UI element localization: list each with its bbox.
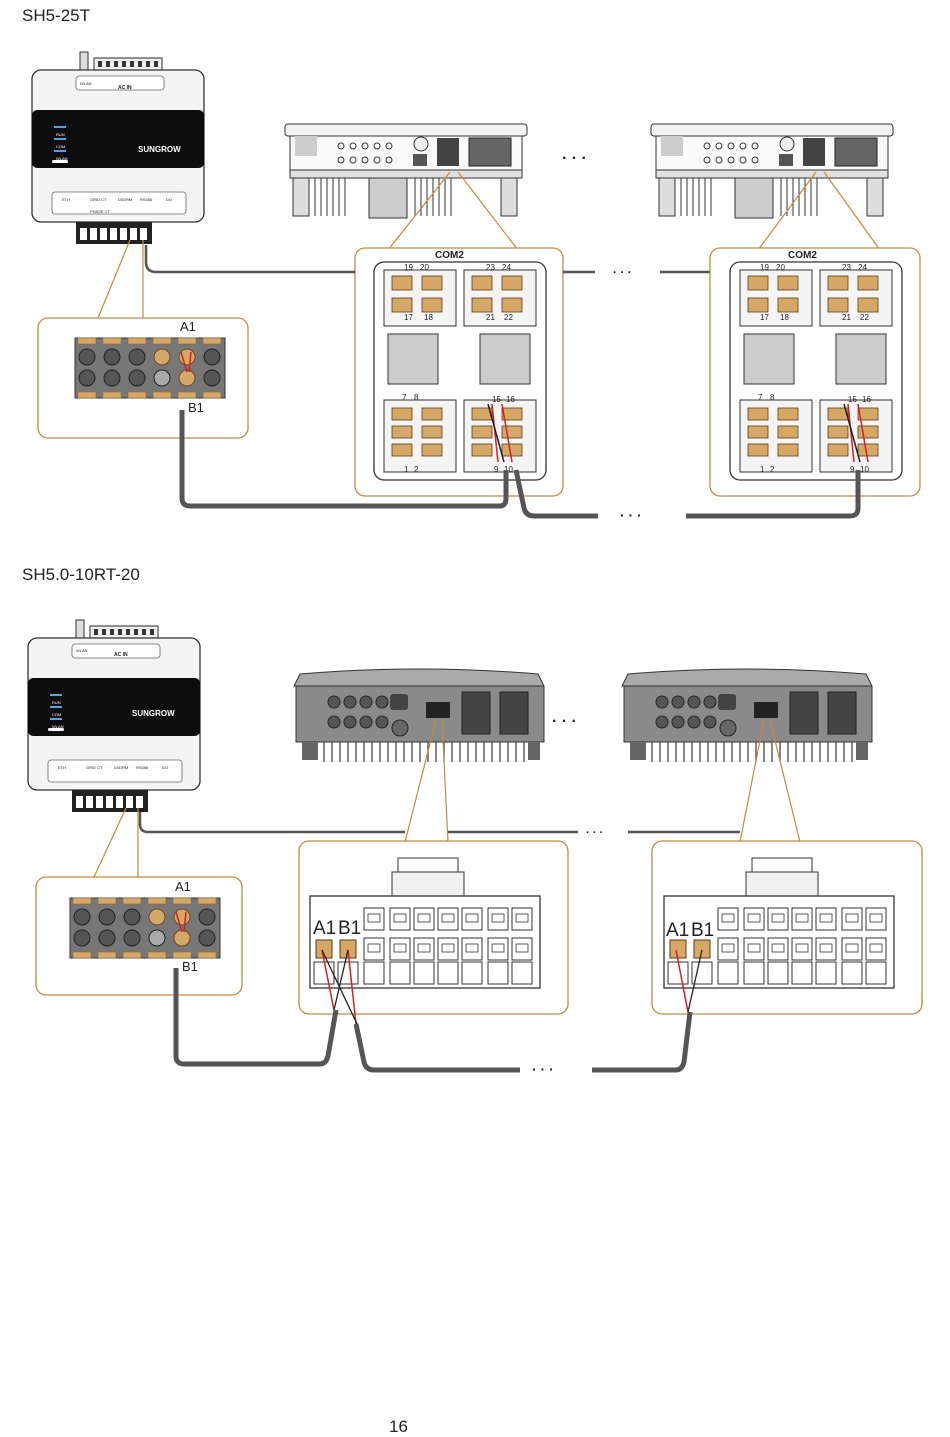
page-number: 16 [389,1417,408,1436]
terminal2-a1-label: A1 [175,879,191,894]
wlan-port-label-2: WLAN [76,648,88,653]
pin-label: 15 [492,395,501,404]
pin-label: 17 [404,313,413,322]
section-title-sh5-10rt-20: SH5.0-10RT-20 [22,565,140,584]
led-wlan-label-2: WLAN [52,724,64,729]
daisy2-cable-3 [592,1011,693,1073]
cable-ellipsis-bottom: · · · [620,507,642,523]
bus-cable-top [144,245,355,274]
cable2-ellipsis-bottom: · · · [532,1061,554,1077]
led-wlan-label: WLAN [56,156,68,161]
pin-label: 24 [858,263,867,272]
meter2-brand-label: SUNGROW [132,709,175,718]
pin-label: 24 [502,263,511,272]
led-com-label-2: COM [52,712,61,717]
pin-label: 19 [760,263,769,272]
pin-label: 20 [420,263,429,272]
terminal-b1-label: B1 [188,400,204,415]
terminal2-b1-label: B1 [182,959,198,974]
daisy2-cable-1 [173,968,339,1067]
com2-label-1: COM2 [435,250,464,261]
pin-label: 1 [760,465,765,474]
ac-in-label: AC IN [118,85,132,91]
inverter-3 [293,668,545,763]
pin-label: 23 [842,263,851,272]
inverter-2 [650,123,894,219]
pin-label: 2 [414,465,419,474]
connector1-a1-label: A1 [313,918,336,939]
pin-label: 7 [758,393,763,402]
grid-ct-port-label-2: GRID CT [86,765,103,770]
pin-label: 17 [760,313,769,322]
pin-label: 19 [404,263,413,272]
pin-label: 10 [504,465,513,474]
pin-label: 15 [848,395,857,404]
pin-label: 8 [414,393,419,402]
eth-port-label: ETH [62,197,70,202]
pin-label: 16 [862,395,871,404]
inverter-ellipsis: · · · [562,150,587,167]
section1-diagram: SUNGROW RUN COM WLAN AC IN WLAN ETH GRID… [31,51,921,523]
daisy-chain-cable-3 [686,470,861,519]
dr-port-label-2: DI/DRM [114,765,128,770]
connector2-b1-label: B1 [691,920,714,941]
meter-terminal-block [74,337,226,399]
do-port-label: DO [166,197,172,202]
com2-label-2: COM2 [788,250,817,261]
pin-label: 9 [494,465,499,474]
ac-in-label-2: AC IN [114,652,128,658]
section-title-sh5-25t: SH5-25T [22,6,91,25]
pin-label: 9 [850,465,855,474]
connector2-a1-label: A1 [666,920,689,941]
daisy-chain-cable-2 [513,469,598,519]
pin-label: 22 [504,313,513,322]
rs485-port-label-2: RS485 [136,765,149,770]
eth-port-label-2: ETH [58,765,66,770]
pin-label: 16 [506,395,515,404]
meter2-terminal-block [69,897,221,959]
com2-connector-1 [373,261,547,481]
inverter2-ellipsis: · · · [552,713,577,730]
daisy2-cable-2 [353,1023,520,1073]
pin-label: 18 [780,313,789,322]
cable-ellipsis-top: · · · [613,265,632,279]
phase-ct-port-label: PHASE CT [90,209,111,214]
led-run-label: RUN [56,132,65,137]
inverter-4 [621,668,873,763]
pin-label: 21 [842,313,851,322]
cable2-ellipsis-top: · · · [586,827,603,839]
pin-label: 20 [776,263,785,272]
pin-label: 23 [486,263,495,272]
bus2-cable-top [138,812,405,834]
pin-label: 22 [860,313,869,322]
pin-label: 2 [770,465,775,474]
meter-brand-label: SUNGROW [138,145,181,154]
pin-label: 8 [770,393,775,402]
com2-connector-2 [729,261,903,481]
dr-port-label: DI/DRM [118,197,132,202]
led-com-label: COM [56,144,65,149]
inverter-1 [284,123,528,219]
rs485-port-label: RS485 [140,197,153,202]
grid-ct-port-label: GRID CT [90,197,107,202]
pin-label: 7 [402,393,407,402]
connector1-b1-label: B1 [338,918,361,939]
led-run-label-2: RUN [52,700,61,705]
pin-label: 18 [424,313,433,322]
pin-label: 21 [486,313,495,322]
daisy-chain-cable-1 [179,410,509,509]
wlan-port-label: WLAN [80,81,92,86]
pin-label: 1 [404,465,409,474]
do-port-label-2: DO [162,765,168,770]
section2-diagram: SUNGROW RUN COM WLAN AC IN WLAN ETH GRID… [27,619,923,1077]
pin-label: 10 [860,465,869,474]
terminal-a1-label: A1 [180,319,196,334]
